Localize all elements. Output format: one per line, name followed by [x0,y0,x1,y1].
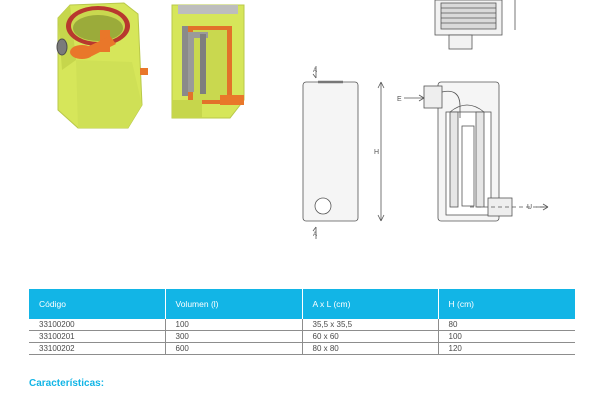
table-cell: 120 [438,342,575,355]
section-label-top: A [313,68,317,74]
spec-table: Código Volumen (l) A x L (cm) H (cm) 331… [29,289,575,355]
table-cell: 600 [165,342,303,355]
header-height: H (cm) [438,289,575,319]
table-row: 33100202 600 80 x 80 120 [29,342,575,355]
section-title-caracteristicas: Características: [29,378,105,389]
product-render-illustration [56,2,245,129]
inlet-label: E [397,96,402,103]
header-codigo: Código [29,289,166,319]
table-cell: 35,5 x 35,5 [302,319,439,331]
technical-drawings: A A H E U [302,0,549,239]
table-cell: 100 [438,330,575,343]
height-dimension-label: H [374,149,379,156]
table-row: 33100200 100 35,5 x 35,5 80 [29,319,575,331]
table-cell: 33100200 [29,319,166,331]
table-row: 33100201 300 60 x 60 100 [29,330,575,343]
outlet-label: U [527,204,532,211]
table-cell: 80 x 80 [302,342,439,355]
table-cell: 33100201 [29,330,166,343]
tank-exterior-render [56,2,148,129]
header-dimensions: A x L (cm) [302,289,439,319]
section-label-bottom: A [313,232,317,238]
table-cell: 80 [438,319,575,331]
table-cell: 100 [165,319,303,331]
header-volumen: Volumen (l) [165,289,303,319]
table-cell: 33100202 [29,342,166,355]
spec-table-header-row: Código Volumen (l) A x L (cm) H (cm) [29,289,575,319]
table-cell: 300 [165,330,303,343]
tank-cutaway-render [171,4,245,119]
table-cell: 60 x 60 [302,330,439,343]
